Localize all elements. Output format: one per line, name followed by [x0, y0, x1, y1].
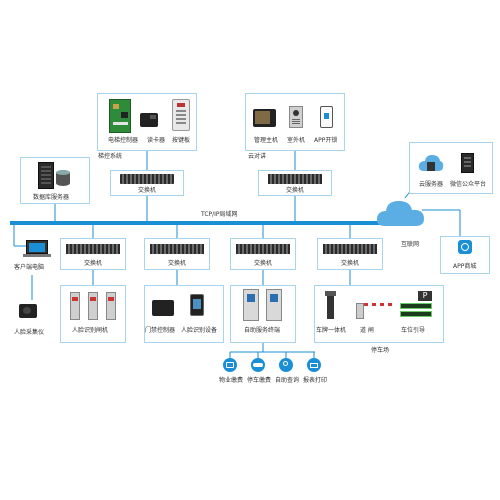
app-store-icon — [458, 240, 472, 254]
outdoor-unit-label: 室外机 — [287, 137, 306, 144]
management-host-icon — [253, 109, 276, 127]
cloud-icon — [376, 201, 424, 226]
gate-post-right-icon — [106, 292, 116, 320]
plate-camera-label: 车牌一体机 — [316, 327, 347, 334]
property-payment-label: 物业缴费 — [219, 377, 244, 384]
app-unlock-label: APP开锁 — [314, 137, 338, 144]
barrier-arm-icon — [364, 303, 392, 306]
app-mall-box — [440, 236, 490, 274]
kiosk-1-icon — [243, 289, 259, 321]
parking-guidance-label: 车位引导 — [401, 327, 426, 334]
app-mall-label: APP商城 — [453, 263, 477, 270]
card-reader-icon — [140, 113, 158, 127]
self-service-label: 自助服务终端 — [244, 327, 281, 334]
switch-4-icon — [323, 244, 377, 254]
elevator-system-label: 梯控系统 — [98, 153, 123, 160]
internet-label: 互联网 — [401, 241, 420, 248]
self-query-label: 自助查询 — [275, 377, 300, 384]
parking-system-label: 停车场 — [371, 347, 390, 354]
wallet-icon — [223, 358, 237, 372]
switch-box-4 — [317, 238, 383, 270]
cloud-server-icon — [418, 155, 444, 171]
face-collector-label: 人脸采集仪 — [14, 329, 45, 336]
switch-1-label: 交换机 — [84, 260, 103, 267]
database-server-box — [20, 157, 90, 204]
client-computer-label: 客户端电脑 — [14, 264, 45, 271]
kiosk-2-icon — [266, 289, 282, 321]
switch-4-label: 交换机 — [341, 260, 360, 267]
keypad-panel-label: 按键板 — [172, 137, 191, 144]
server-tower-icon — [38, 162, 54, 189]
face-gate-label: 人脸识别闸机 — [72, 327, 109, 334]
cloud-server-label: 云服务器 — [419, 181, 444, 188]
gate-post-middle-icon — [88, 292, 98, 320]
parking-payment-label: 停车缴费 — [247, 377, 272, 384]
barrier-gate-icon — [356, 303, 364, 319]
card-reader-label: 读卡器 — [147, 137, 166, 144]
car-icon — [251, 358, 265, 372]
switch-box-1 — [60, 238, 126, 270]
switch-elevator-label: 交换机 — [138, 187, 157, 194]
switch-3-label: 交换机 — [254, 260, 273, 267]
wechat-platform-label: 微信公众平台 — [450, 181, 487, 188]
backbone-label: TCP/IP局域网 — [201, 211, 238, 218]
parking-guidance-icon: P — [400, 291, 434, 319]
gate-post-left-icon — [70, 292, 80, 320]
access-controller-label: 门禁控制器 — [145, 327, 176, 334]
elevator-controller-board-icon — [109, 99, 131, 133]
database-server-label: 数据库服务器 — [33, 194, 70, 201]
phone-unlock-icon — [320, 106, 333, 128]
printer-icon — [307, 358, 321, 372]
face-recognition-device-icon — [190, 294, 204, 316]
database-icon — [56, 170, 70, 186]
barrier-gate-label: 道 闸 — [360, 327, 374, 334]
elevator-controller-label: 电梯控制器 — [108, 137, 139, 144]
laptop-base-icon — [23, 254, 51, 257]
switch-intercom-icon — [268, 174, 322, 184]
switch-elevator-icon — [120, 174, 174, 184]
switch-box-3 — [230, 238, 296, 270]
switch-3-icon — [236, 244, 290, 254]
report-print-label: 报表打印 — [303, 377, 328, 384]
plate-camera-icon — [325, 291, 336, 319]
switch-1-icon — [66, 244, 120, 254]
wechat-server-icon — [461, 153, 474, 173]
outdoor-unit-icon — [289, 106, 303, 128]
switch-intercom-label: 交换机 — [286, 187, 305, 194]
switch-2-label: 交换机 — [168, 260, 187, 267]
face-collector-icon — [19, 304, 37, 318]
management-host-label: 管理主机 — [254, 137, 279, 144]
access-controller-icon — [152, 300, 174, 316]
self-service-box — [230, 285, 296, 343]
switch-2-icon — [150, 244, 204, 254]
face-recognition-device-label: 人脸识别设备 — [181, 327, 218, 334]
search-person-icon — [279, 358, 293, 372]
switch-box-2 — [144, 238, 210, 270]
keypad-panel-icon — [172, 99, 190, 131]
intercom-system-label: 云对讲 — [248, 153, 267, 160]
laptop-icon — [26, 240, 48, 254]
